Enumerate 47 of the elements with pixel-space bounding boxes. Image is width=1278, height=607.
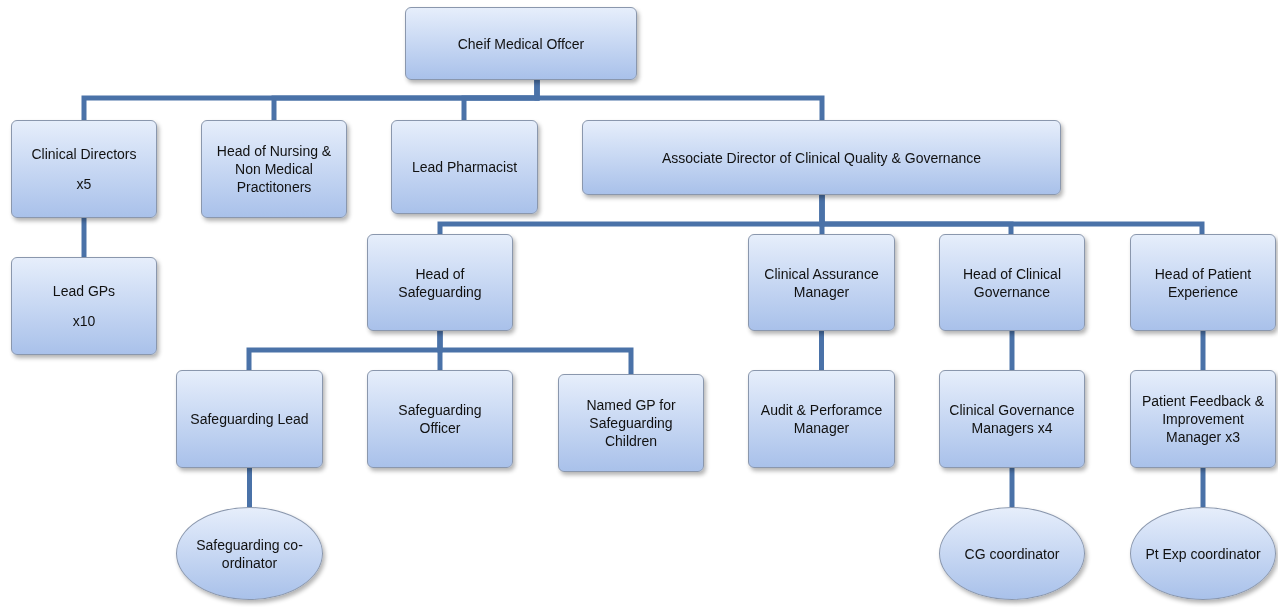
connector-line xyxy=(1009,331,1015,370)
role-title: Lead GPs xyxy=(52,282,116,300)
connector-line xyxy=(1200,331,1206,370)
role-box xyxy=(11,257,157,355)
connector-line xyxy=(437,331,634,374)
role-box xyxy=(1130,234,1276,331)
role-title: Clinical Directors xyxy=(31,145,137,163)
role-box xyxy=(201,120,347,218)
role-box xyxy=(176,370,323,468)
connector-line xyxy=(534,80,825,120)
connector-line xyxy=(1009,468,1015,507)
role-box xyxy=(748,234,895,331)
role-title: CG coordinator xyxy=(964,544,1060,563)
role-title: Lead Pharmacist xyxy=(411,158,518,176)
role-title: x5 xyxy=(76,175,92,193)
role-box xyxy=(1130,370,1276,468)
role-title: Associate Director of Clinical Quality & Governance xyxy=(662,148,981,167)
role-box xyxy=(748,370,895,468)
role-box xyxy=(582,120,1061,195)
connector-line xyxy=(819,195,1205,234)
role-title: Pt Exp coordinator xyxy=(1145,544,1261,563)
connector-line xyxy=(1200,468,1206,507)
role-box xyxy=(367,234,513,331)
role-title: Safeguarding co-ordinator xyxy=(195,535,304,572)
role-title: Head of Patient Experience xyxy=(1153,264,1253,301)
role-title: Cheif Medical Offcer xyxy=(457,34,585,53)
role-box xyxy=(558,374,704,472)
role-title: Patient Feedback & Improvement Manager x3 xyxy=(1140,392,1266,446)
connector-line xyxy=(81,218,87,257)
role-title: Safeguarding Officer xyxy=(397,401,483,437)
connector-line xyxy=(247,468,252,507)
role-box xyxy=(939,234,1085,331)
role-title: Head of Safeguarding xyxy=(397,264,483,301)
role-title: Clinical Governance Managers x4 xyxy=(948,401,1076,437)
role-title: Safeguarding Lead xyxy=(190,410,309,428)
role-box xyxy=(11,120,157,218)
role-box xyxy=(405,7,637,80)
role-title: x10 xyxy=(72,312,96,330)
role-title: Named GP for Safeguarding Children xyxy=(585,396,677,450)
role-box xyxy=(391,120,538,214)
role-box xyxy=(367,370,513,468)
role-title: Clinical Assurance Manager xyxy=(763,264,880,301)
connector-line xyxy=(819,331,824,370)
role-box xyxy=(939,370,1085,468)
role-title: Head of Nursing & Non Medical Practitoners xyxy=(215,142,333,196)
role-title: Audit & Perforamce Manager xyxy=(759,401,884,437)
role-title: Head of Clinical Governance xyxy=(961,264,1063,301)
